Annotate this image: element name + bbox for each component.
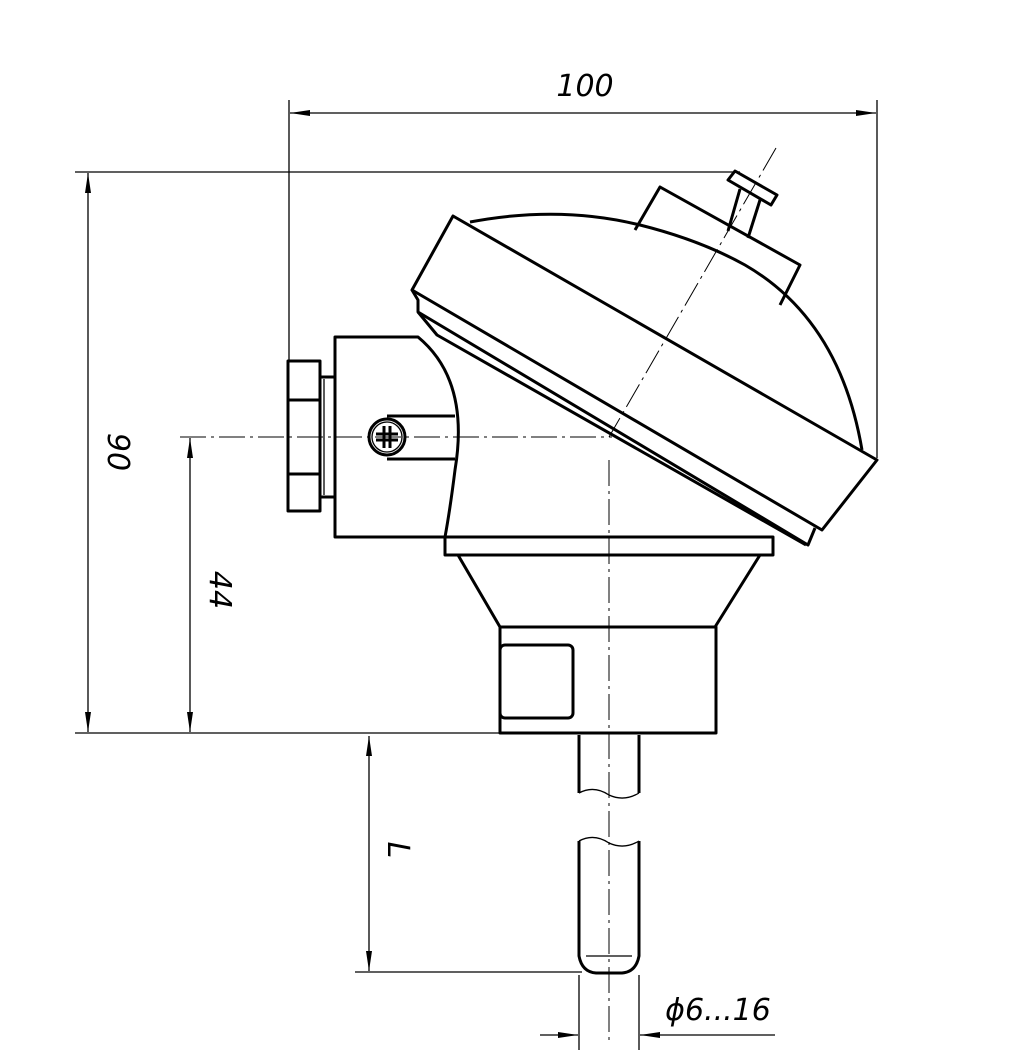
- dimension-length: L: [355, 736, 582, 973]
- dimension-length-label: L: [380, 842, 415, 859]
- dimension-axis-height-label: 44: [202, 571, 237, 609]
- dimension-height-label: 90: [100, 433, 135, 471]
- dimension-width-label: 100: [556, 69, 613, 104]
- probe-stem: [577, 735, 641, 975]
- centerlines: [180, 147, 777, 1045]
- dimension-width: 100: [288, 69, 878, 458]
- dimension-diameter-label: ϕ6...16: [665, 993, 771, 1028]
- dimension-axis-height: 44: [187, 438, 237, 732]
- cable-gland-nut: [286, 359, 337, 513]
- dimension-height: 90: [75, 171, 740, 734]
- housing-body: [443, 535, 775, 735]
- side-boss: [333, 335, 460, 539]
- head-cover: [410, 169, 879, 547]
- dimension-diameter: ϕ6...16: [540, 975, 775, 1050]
